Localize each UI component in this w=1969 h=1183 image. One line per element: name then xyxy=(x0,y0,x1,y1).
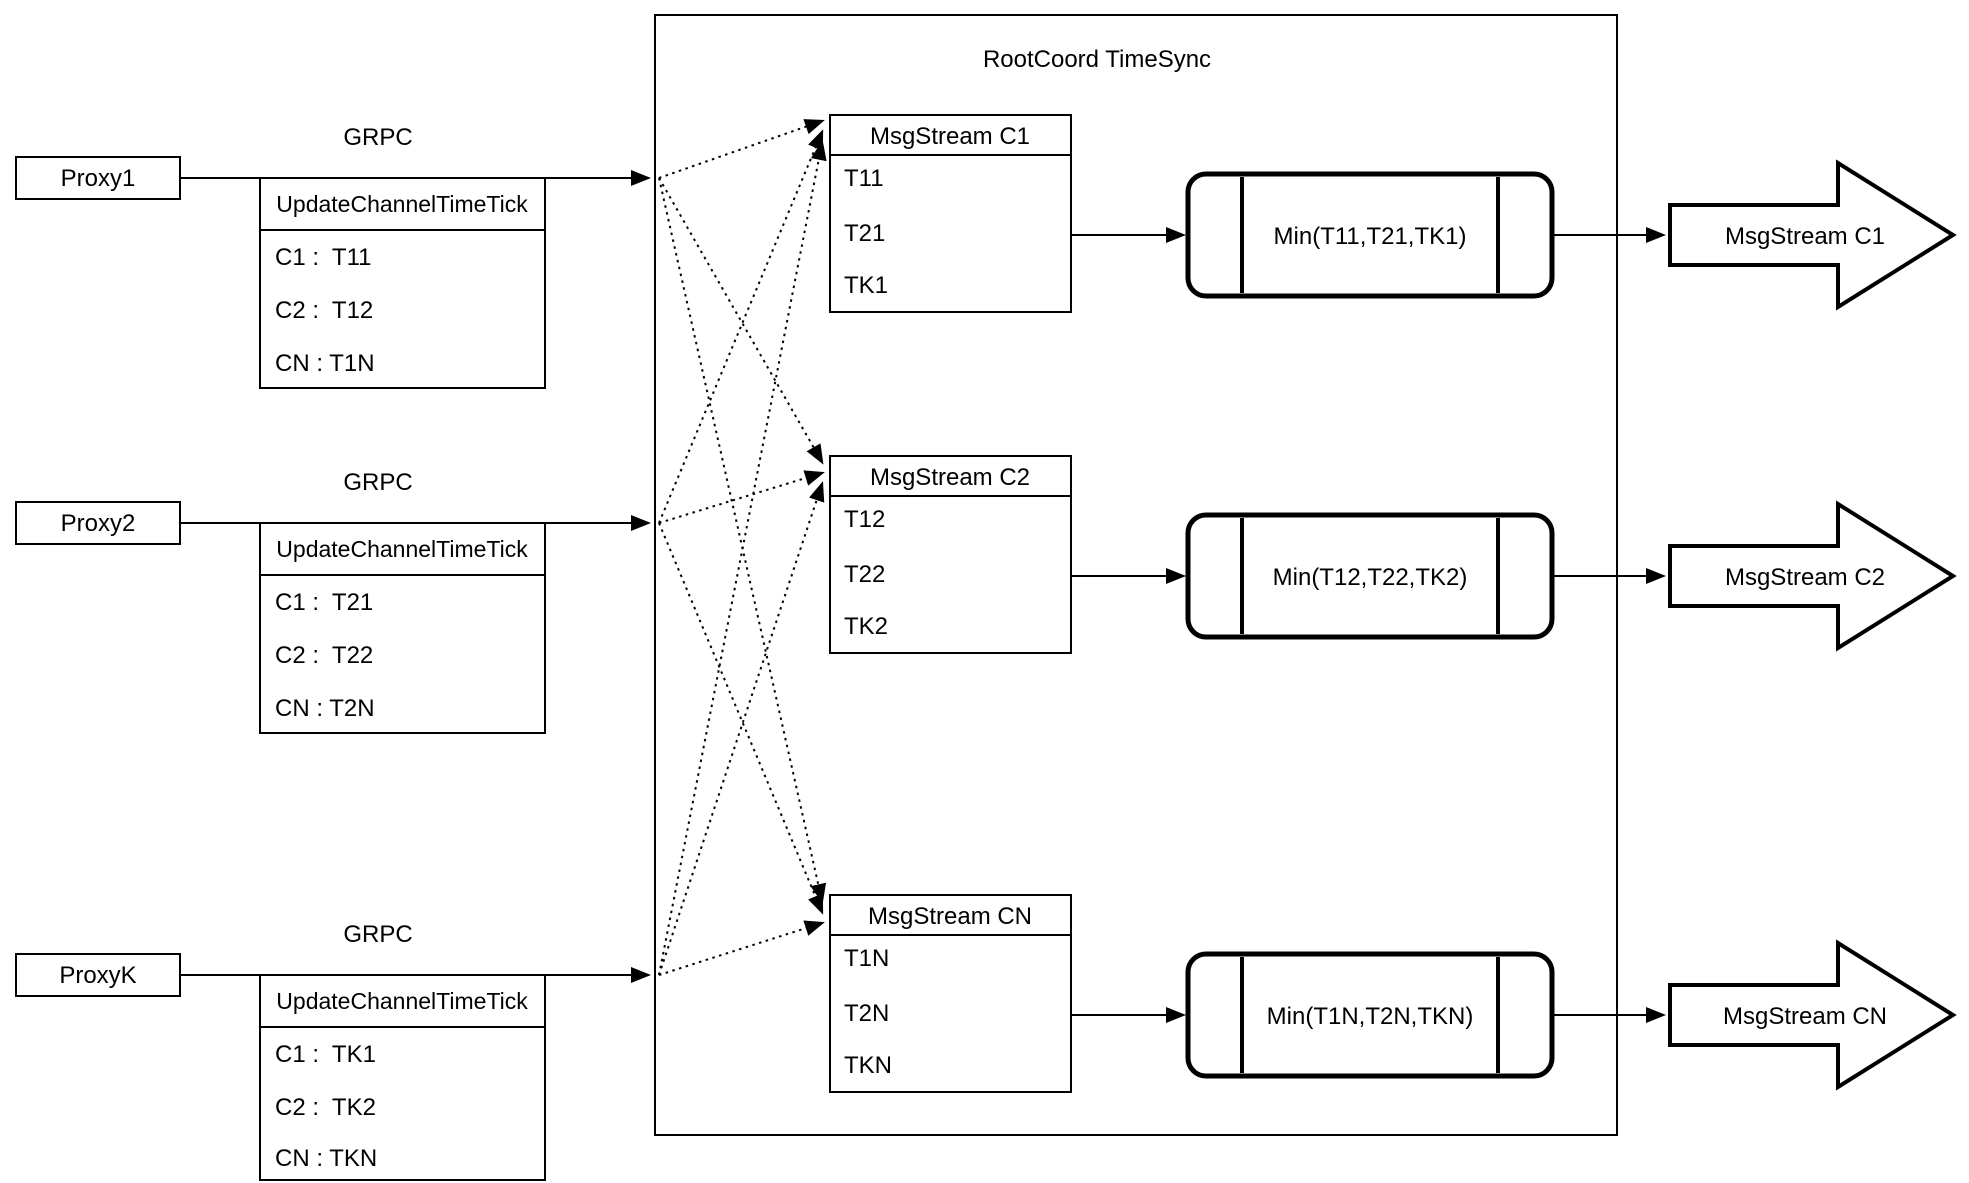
output-label: MsgStream CN xyxy=(1723,1003,1887,1030)
min-node-c1: Min(T11,T21,TK1) xyxy=(1185,171,1555,299)
grpc-label: GRPC xyxy=(343,921,412,948)
proxy-box xyxy=(15,501,181,545)
timestamp-row: T11 xyxy=(844,165,884,192)
update-channel-timetick-table: UpdateChannelTimeTick C1 : TK1 C2 : TK2 … xyxy=(259,974,546,1181)
timestamp-row: T2N xyxy=(844,1000,889,1027)
output-block-arrow-c2: MsgStream C2 xyxy=(1668,500,1957,652)
msgstream-table-box xyxy=(829,894,1072,1093)
message-table-header: UpdateChannelTimeTick xyxy=(276,536,528,562)
message-row: CN : T1N xyxy=(275,350,375,377)
message-row: C1 : T11 xyxy=(275,244,372,271)
msgstream-table-c2: MsgStream C2 T12 T22 TK2 xyxy=(829,455,1072,654)
output-block-arrow-cn: MsgStream CN xyxy=(1668,939,1957,1091)
dotted-arrow-pk-c2 xyxy=(658,481,825,976)
proxy-box xyxy=(15,156,181,200)
timestamp-row: TK2 xyxy=(844,613,888,640)
dotted-arrow-pk-cn xyxy=(658,920,825,976)
stream-row-c1: MsgStream C1 T11 T21 TK1 Min(T11,T21,TK1… xyxy=(829,114,1957,313)
proxy-box xyxy=(15,953,181,997)
proxy-label: ProxyK xyxy=(59,962,136,989)
msgstream-table-box xyxy=(829,455,1072,654)
message-table-box xyxy=(259,177,546,389)
timestamp-row: T22 xyxy=(844,561,885,588)
output-block-arrow-c1: MsgStream C1 xyxy=(1668,159,1957,311)
timestamp-row: T21 xyxy=(844,220,885,247)
min-label: Min(T1N,T2N,TKN) xyxy=(1267,1003,1474,1030)
fanout-dotted-arrows xyxy=(658,119,827,976)
stream-row-cn: MsgStream CN T1N T2N TKN Min(T1N,T2N,TKN… xyxy=(829,894,1957,1093)
message-row: C1 : T21 xyxy=(275,589,373,616)
output-label: MsgStream C1 xyxy=(1725,223,1885,250)
msgstream-table-cn: MsgStream CN T1N T2N TKN xyxy=(829,894,1072,1093)
min-node-cn: Min(T1N,T2N,TKN) xyxy=(1185,951,1555,1079)
msgstream-table-header: MsgStream CN xyxy=(868,903,1032,930)
rootcoord-title: RootCoord TimeSync xyxy=(983,46,1211,73)
timestamp-row: TKN xyxy=(844,1052,892,1079)
message-table-header: UpdateChannelTimeTick xyxy=(276,191,528,217)
proxy-row-2: GRPC Proxy2 UpdateChannelTimeTick C1 : T… xyxy=(15,469,651,734)
dotted-arrow-p2-c2 xyxy=(658,470,825,524)
output-label: MsgStream C2 xyxy=(1725,564,1885,591)
message-row: C2 : TK2 xyxy=(275,1094,376,1121)
block-arrow-shape xyxy=(1668,500,1957,652)
stream-row-c2: MsgStream C2 T12 T22 TK2 Min(T12,T22,TK2… xyxy=(829,455,1957,654)
dotted-arrow-p1-c1 xyxy=(658,119,825,179)
timestamp-row: TK1 xyxy=(844,272,888,299)
msgstream-table-c1: MsgStream C1 T11 T21 TK1 xyxy=(829,114,1072,313)
min-node-c2: Min(T12,T22,TK2) xyxy=(1185,512,1555,640)
msgstream-table-box xyxy=(829,114,1072,313)
timestamp-row: T1N xyxy=(844,945,889,972)
timestamp-row: T12 xyxy=(844,506,885,533)
message-row: CN : T2N xyxy=(275,695,375,722)
proxy-label: Proxy2 xyxy=(61,510,136,537)
message-table-box xyxy=(259,974,546,1181)
grpc-label: GRPC xyxy=(343,469,412,496)
block-arrow-shape xyxy=(1668,939,1957,1091)
proxy-label: Proxy1 xyxy=(61,165,136,192)
message-row: CN : TKN xyxy=(275,1145,377,1172)
block-arrow-shape xyxy=(1668,159,1957,311)
dotted-arrow-pk-c1 xyxy=(658,140,827,976)
update-channel-timetick-table: UpdateChannelTimeTick C1 : T11 C2 : T12 … xyxy=(259,177,546,389)
dotted-arrow-p1-cn xyxy=(658,177,827,904)
min-label: Min(T11,T21,TK1) xyxy=(1274,223,1467,250)
grpc-label: GRPC xyxy=(343,124,412,151)
proxy-row-k: GRPC ProxyK UpdateChannelTimeTick C1 : T… xyxy=(15,921,651,1181)
min-label: Min(T12,T22,TK2) xyxy=(1273,564,1468,591)
msgstream-table-header: MsgStream C2 xyxy=(870,464,1030,491)
message-table-box xyxy=(259,522,546,734)
message-row: C2 : T22 xyxy=(275,642,373,669)
dotted-arrow-p2-cn xyxy=(658,522,824,915)
msgstream-table-header: MsgStream C1 xyxy=(870,123,1030,150)
message-table-header: UpdateChannelTimeTick xyxy=(276,988,528,1014)
update-channel-timetick-table: UpdateChannelTimeTick C1 : T21 C2 : T22 … xyxy=(259,522,546,734)
dotted-arrow-p2-c1 xyxy=(658,129,824,524)
proxy-row-1: GRPC Proxy1 UpdateChannelTimeTick C1 : T… xyxy=(15,124,651,389)
message-row: C1 : TK1 xyxy=(275,1041,376,1068)
message-row: C2 : T12 xyxy=(275,297,373,324)
